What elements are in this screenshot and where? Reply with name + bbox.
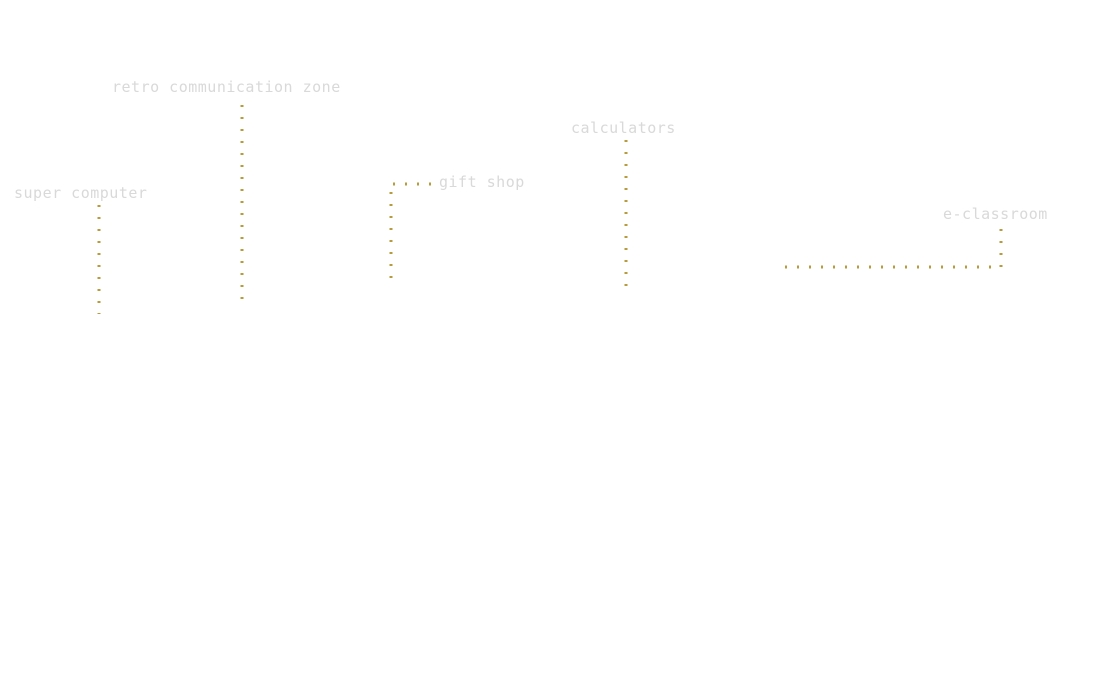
leader-gift-shop bbox=[389, 182, 431, 285]
label-super-computer: super computer bbox=[14, 184, 148, 202]
label-calculators: calculators bbox=[571, 119, 676, 137]
label-retro-communication-zone: retro communication zone bbox=[112, 78, 341, 96]
label-e-classroom: e-classroom bbox=[943, 205, 1048, 223]
leader-e-classroom bbox=[785, 229, 1003, 269]
label-gift-shop: gift shop bbox=[439, 173, 525, 191]
